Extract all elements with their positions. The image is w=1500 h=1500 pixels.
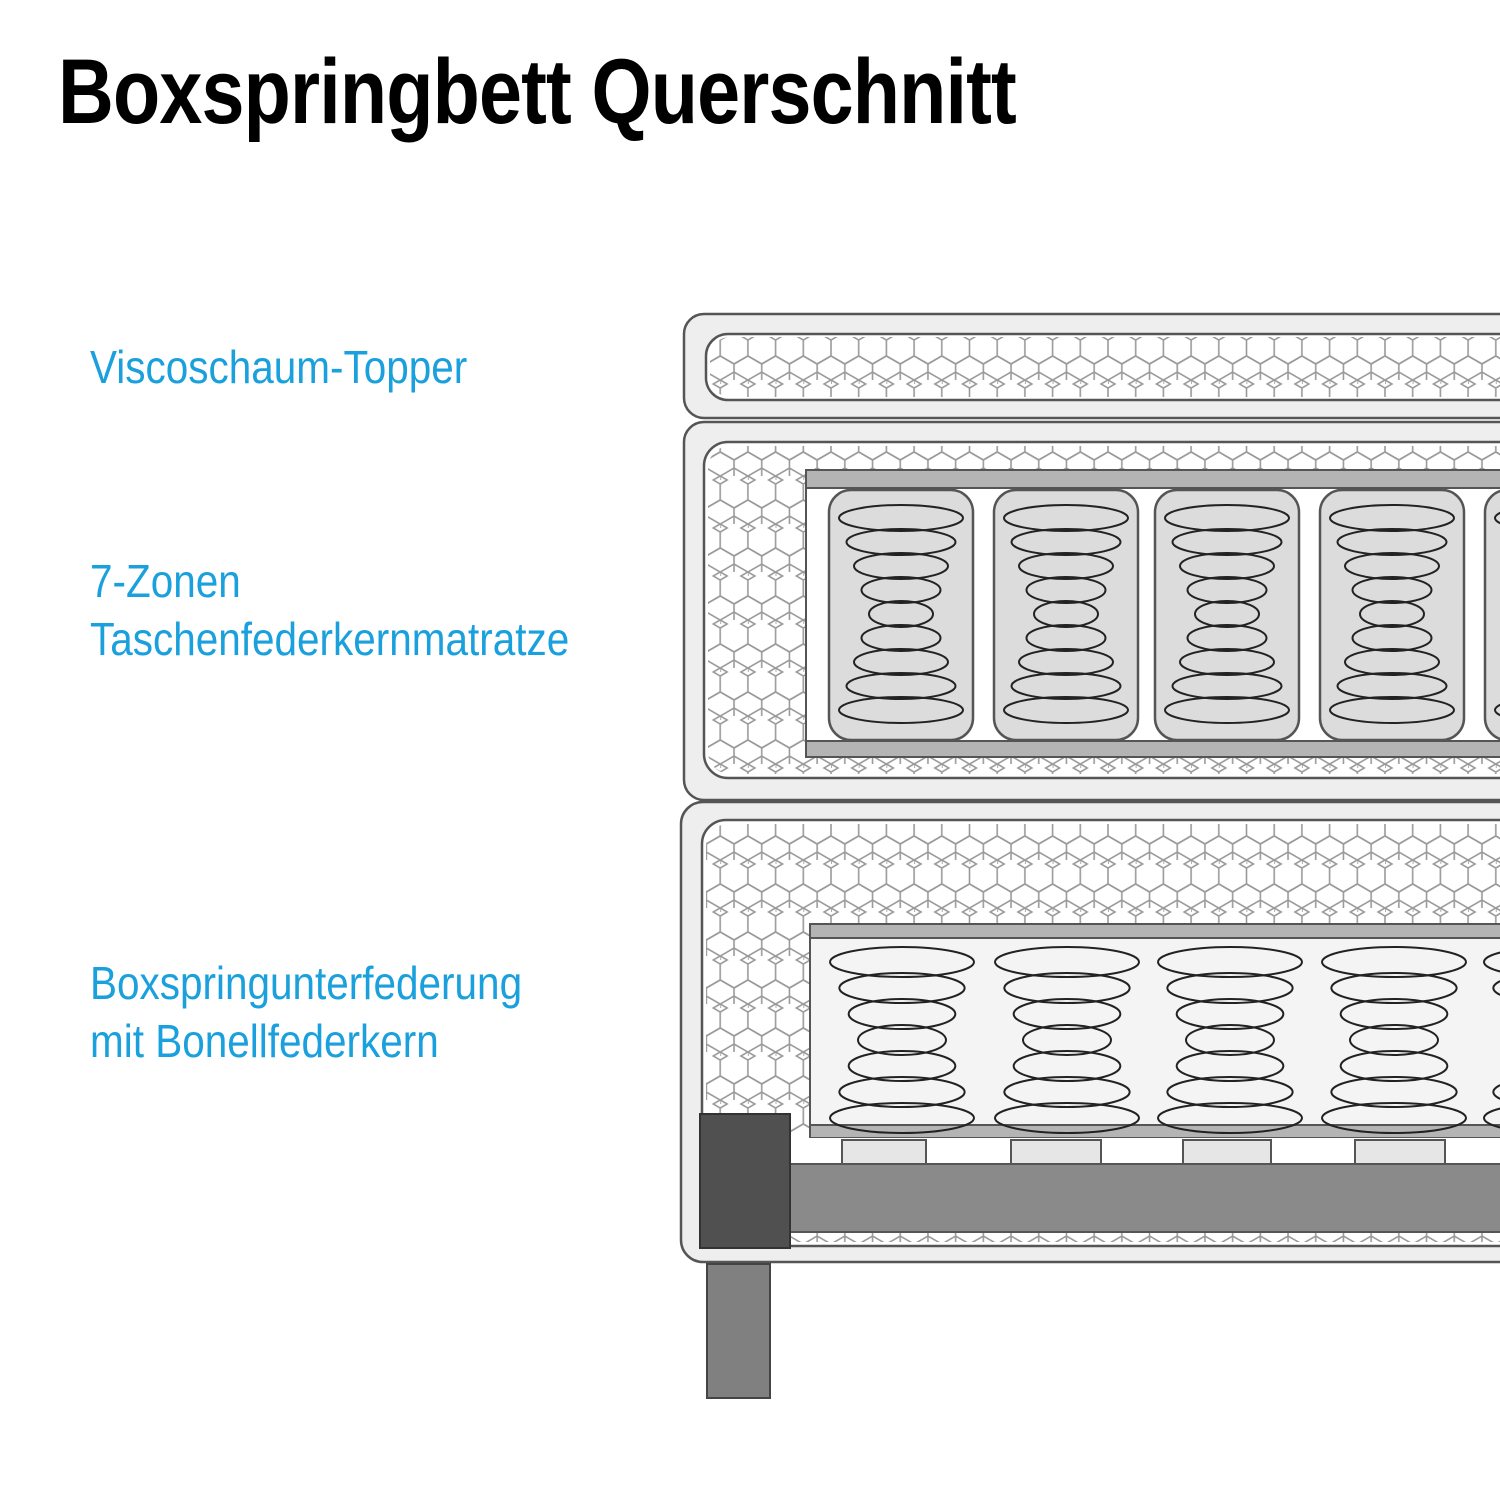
pocket-spring: [1153, 488, 1301, 742]
label-base-line-2: mit Bonellfederkern: [90, 1015, 439, 1067]
label-viscoschaum-topper: Viscoschaum-Topper: [90, 338, 467, 396]
label-mattress-line-1: 7-Zonen: [90, 555, 241, 607]
pocket-spring: [827, 488, 975, 742]
topper-layer: [682, 312, 1500, 420]
bonell-spring: [1157, 946, 1303, 1134]
bed-leg: [706, 1263, 771, 1399]
pocket-spring: [992, 488, 1140, 742]
bonell-spring: [994, 946, 1140, 1134]
mattress-layer: [682, 420, 1500, 802]
label-topper-line-1: Viscoschaum-Topper: [90, 341, 468, 393]
base-layer: [679, 800, 1500, 1264]
label-boxspringunterfederung: Boxspringunterfederung mit Bonellfederke…: [90, 954, 522, 1070]
bonell-springs: [829, 946, 1500, 1134]
bonell-spring: [1321, 946, 1467, 1134]
bonell-spring: [1483, 951, 1500, 1129]
label-mattress-line-2: Taschenfederkernmatratze: [90, 613, 570, 665]
pocket-springs: [827, 488, 1500, 742]
label-taschenfederkernmatratze: 7-Zonen Taschenfederkernmatratze: [90, 552, 569, 668]
pocket-spring: [1483, 489, 1500, 741]
pocket-spring: [1318, 488, 1466, 742]
bonell-spring: [829, 946, 975, 1134]
label-base-line-1: Boxspringunterfederung: [90, 957, 523, 1009]
page-title: Boxspringbett Querschnitt: [58, 41, 1017, 143]
